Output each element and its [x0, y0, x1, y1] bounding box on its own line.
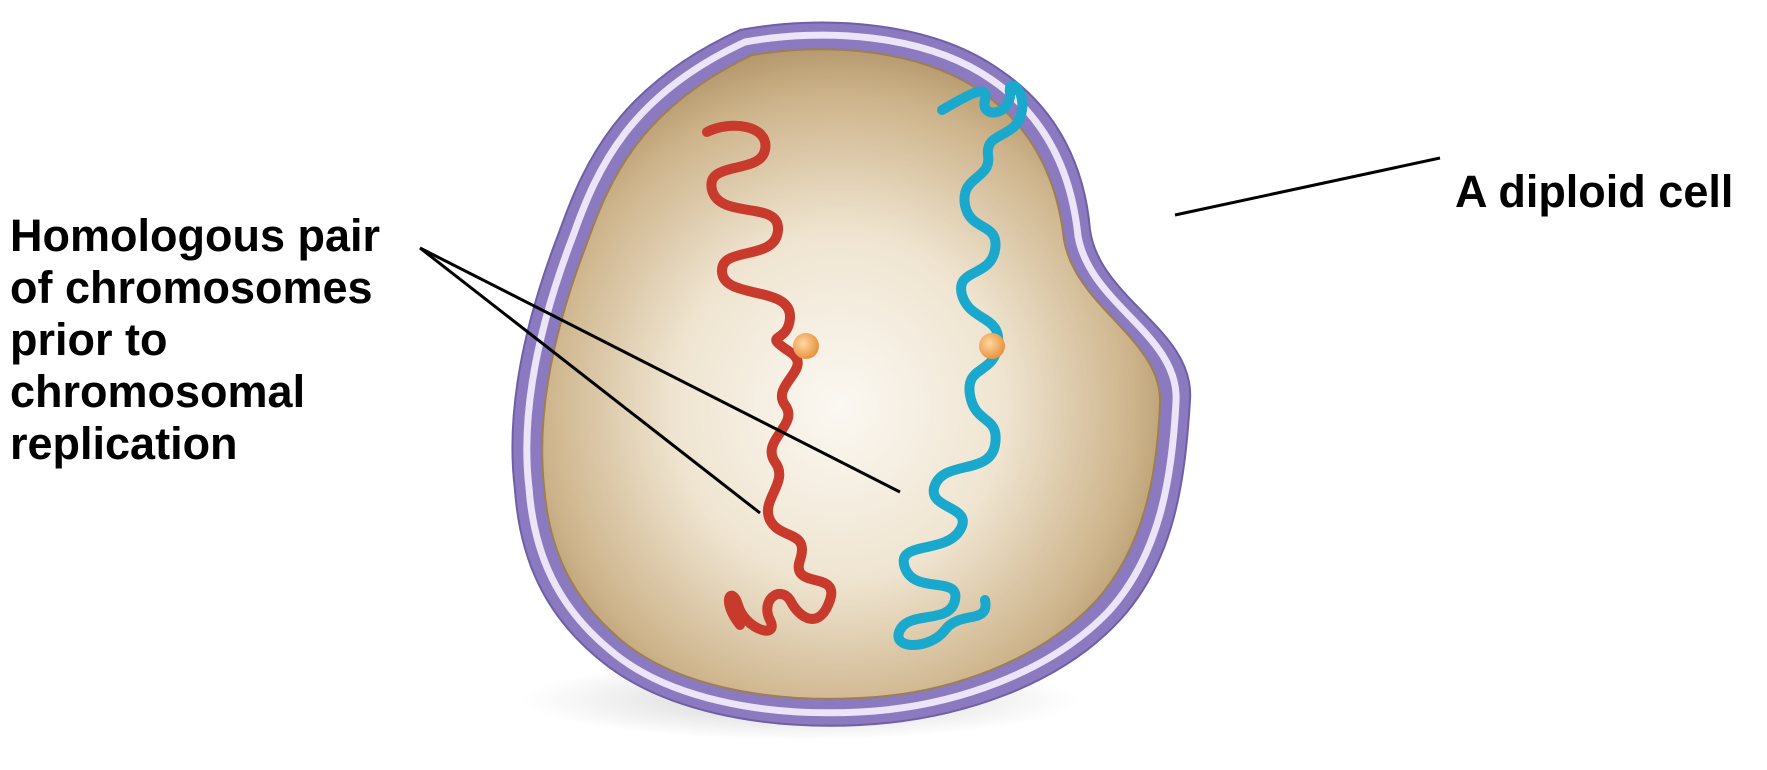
diploid-cell-label: A diploid cell [1455, 166, 1733, 218]
centromere-paternal [979, 333, 1005, 359]
homologous-label-line-5: replication [10, 418, 380, 470]
homologous-label-line-1: Homologous pair [10, 210, 380, 262]
homologous-label-line-4: chromosomal [10, 366, 380, 418]
leader-line-to-cell [1175, 158, 1440, 215]
centromere-maternal [793, 333, 819, 359]
homologous-label-line-2: of chromosomes [10, 262, 380, 314]
homologous-pair-label: Homologous pair of chromosomes prior to … [10, 210, 380, 470]
homologous-label-line-3: prior to [10, 314, 380, 366]
